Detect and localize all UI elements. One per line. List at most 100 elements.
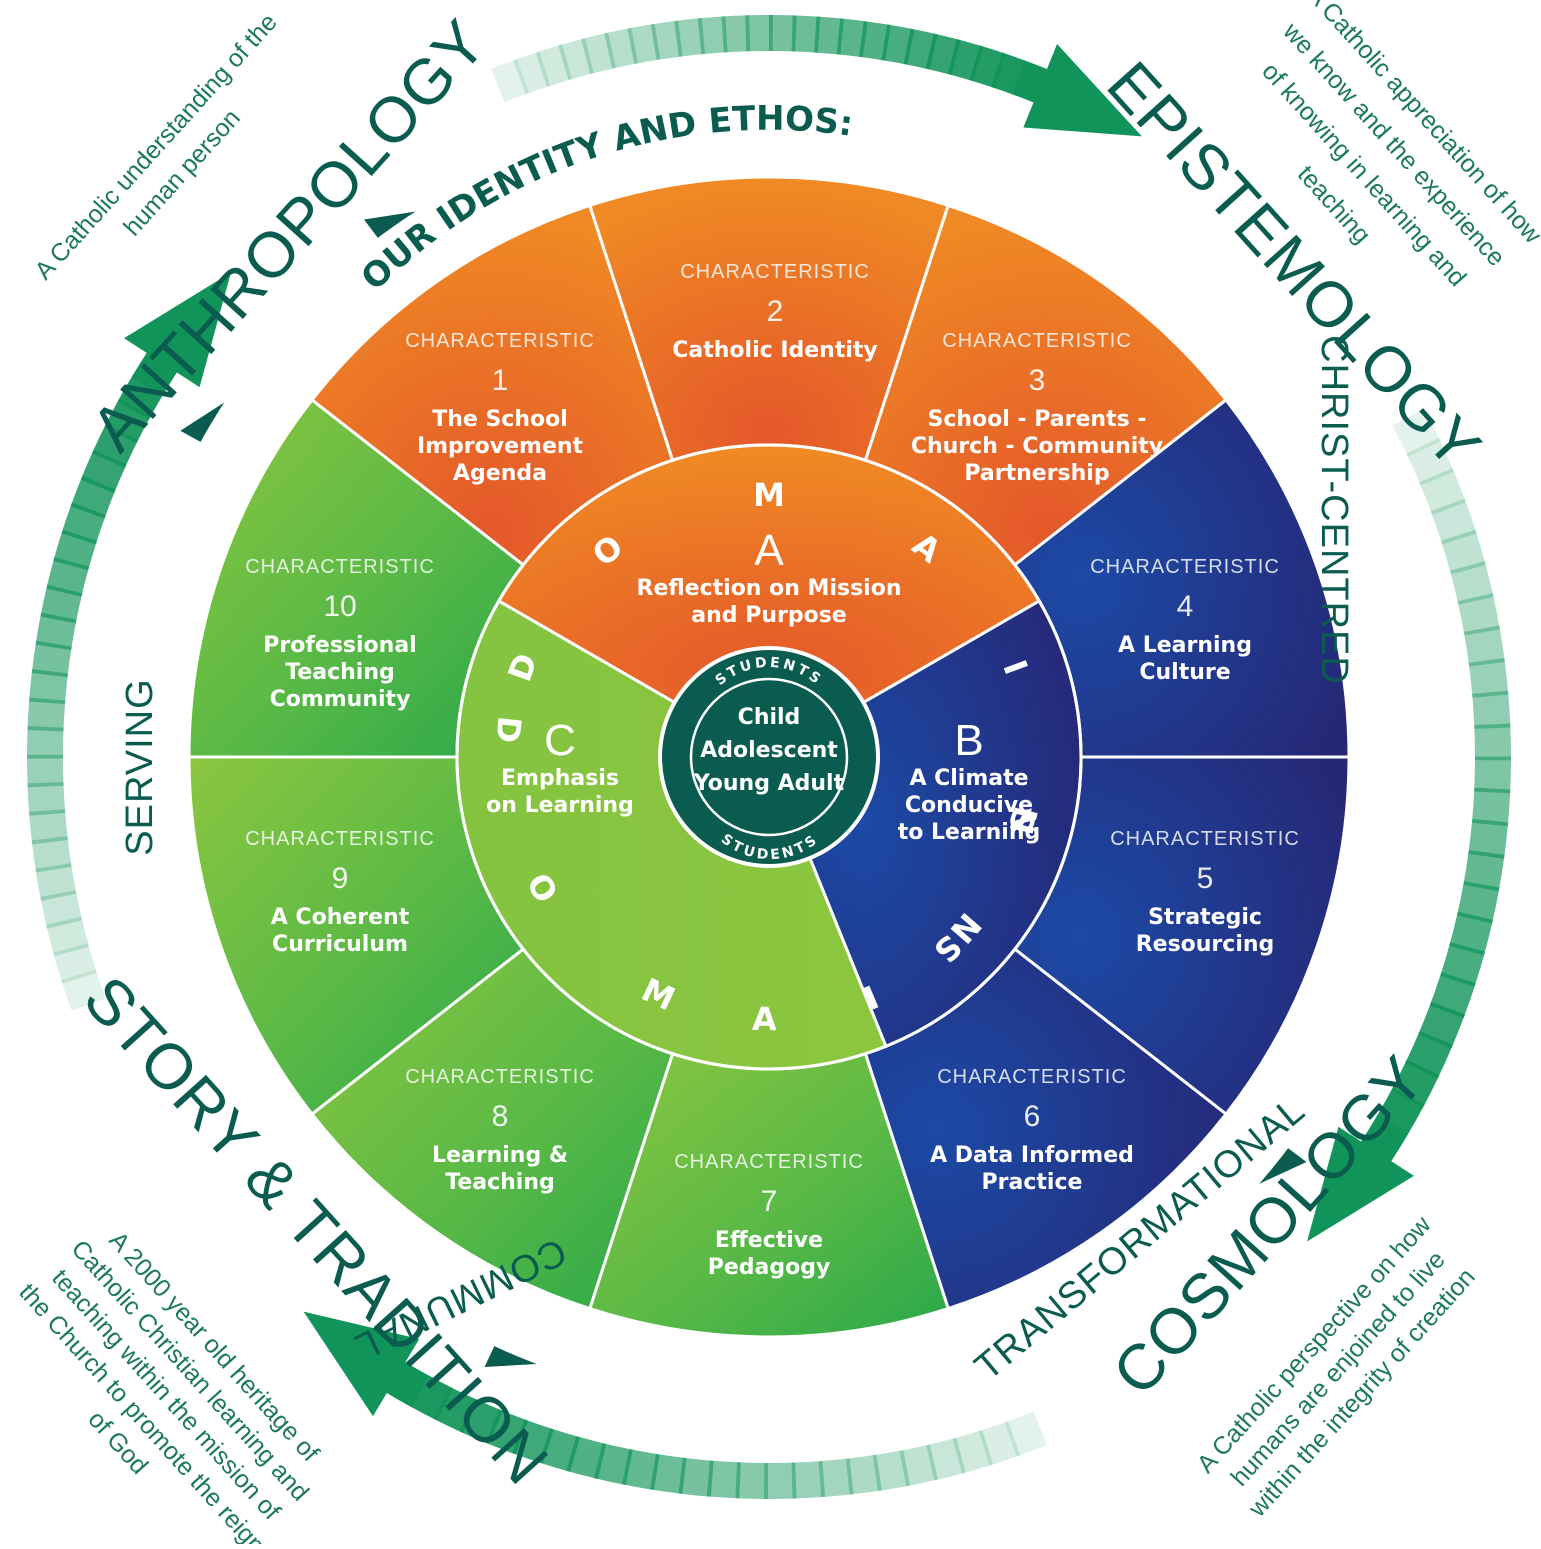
- arrow-bottom-body: [650, 1453, 687, 1494]
- domains-ring-letter-top: M: [753, 476, 785, 514]
- arrow-bottom-body: [764, 1462, 797, 1499]
- characteristic-number: 3: [1029, 364, 1046, 397]
- characteristic-name-line: Professional: [263, 633, 416, 658]
- arrow-top-body: [745, 14, 773, 52]
- domain-letter: A: [754, 526, 784, 575]
- arrow-top-body: [697, 16, 728, 55]
- arrow-right-body: [1463, 625, 1505, 667]
- arrow-right-body: [1471, 787, 1511, 827]
- arrow-top-head: [1023, 43, 1142, 137]
- arrow-left-body: [27, 697, 66, 732]
- center-line-child: Child: [738, 705, 801, 730]
- characteristic-number: 9: [332, 862, 349, 895]
- arrow-top-body: [558, 38, 594, 81]
- characteristic-label: CHARACTERISTIC: [674, 1151, 864, 1173]
- characteristic-label: CHARACTERISTIC: [937, 1066, 1127, 1088]
- characteristic-name-line: Agenda: [453, 461, 547, 486]
- characteristic-name-line: Teaching: [445, 1170, 555, 1195]
- characteristic-label: CHARACTERISTIC: [1090, 556, 1280, 578]
- domains-ring-letter-bottom: D: [488, 714, 529, 744]
- arrow-left-body: [35, 863, 77, 901]
- arrow-bottom-body: [952, 1430, 994, 1474]
- domain-name-line: and Purpose: [691, 603, 846, 628]
- characteristic-name-line: A Learning: [1118, 633, 1252, 658]
- characteristic-name-line: A Data Informed: [930, 1143, 1134, 1168]
- characteristic-name-line: Effective: [715, 1228, 823, 1253]
- arrow-left-body: [27, 754, 64, 788]
- arrow-top-body: [604, 27, 638, 69]
- arrow-top-body: [791, 15, 821, 53]
- arrow-left-body: [27, 782, 66, 816]
- characteristic-number: 4: [1177, 590, 1194, 623]
- characteristic-label: CHARACTERISTIC: [680, 261, 870, 283]
- wheel: [119, 107, 1419, 1407]
- arrow-left-body: [31, 640, 72, 678]
- arrow-left-body: [61, 969, 106, 1011]
- arrow-left-body: [29, 669, 68, 705]
- characteristic-name-line: Partnership: [964, 461, 1109, 486]
- characteristic-name-line: Church - Community: [911, 434, 1163, 459]
- characteristic-10: CHARACTERISTIC 10ProfessionalTeachingComm…: [245, 556, 435, 712]
- arrow-top-body: [535, 44, 573, 87]
- arrow-left-body: [40, 890, 83, 929]
- arrow-top-body: [627, 23, 661, 64]
- characteristic-number: 10: [323, 590, 356, 623]
- characteristic-name-line: The School: [432, 407, 568, 432]
- arrow-left-body: [27, 726, 64, 759]
- characteristic-number: 5: [1197, 862, 1214, 895]
- arrow-left-body: [53, 943, 97, 984]
- arrow-top-body: [513, 51, 551, 95]
- domain-boundary-ring: [455, 443, 1083, 1071]
- arrow-bottom-head: [303, 1311, 420, 1417]
- arrow-left-head: [124, 272, 231, 388]
- arrow-right-body: [1474, 756, 1511, 794]
- domain-name-line: Conducive: [905, 793, 1033, 818]
- arrow-left-body: [131, 349, 179, 396]
- characteristic-number: 2: [767, 295, 784, 328]
- characteristic-name-line: Community: [270, 687, 411, 712]
- arrow-right-body: [1468, 819, 1509, 859]
- arrow-left-body: [31, 836, 72, 873]
- arrow-right-body: [1457, 593, 1500, 636]
- characteristic-label: CHARACTERISTIC: [405, 1066, 595, 1088]
- domain-name-line: Reflection on Mission: [637, 576, 902, 601]
- characteristic-number: 1: [492, 364, 509, 397]
- arrow-bottom-body: [872, 1450, 911, 1491]
- characteristic-name-line: Catholic Identity: [672, 338, 878, 363]
- characteristic-number: 8: [492, 1100, 509, 1133]
- arrow-right-body: [1419, 468, 1466, 515]
- characteristic-label: CHARACTERISTIC: [245, 556, 435, 578]
- domain-name-line: on Learning: [486, 793, 634, 818]
- arrow-right-body: [1406, 438, 1454, 486]
- characteristic-label: CHARACTERISTIC: [405, 330, 595, 352]
- value-serving: SERVING: [119, 678, 161, 855]
- arrow-top-body: [581, 32, 616, 75]
- arrow-right-body: [1450, 561, 1494, 605]
- arrow-top-body: [721, 15, 751, 53]
- characteristic-name-line: A Coherent: [271, 905, 410, 930]
- characteristic-label: CHARACTERISTIC: [942, 330, 1132, 352]
- arrow-top-body: [674, 18, 706, 57]
- arrow-right-head: [1307, 1126, 1414, 1242]
- arrow-bottom-body: [622, 1449, 660, 1491]
- arrow-right-body: [1474, 723, 1511, 761]
- arrow-top-body: [814, 16, 844, 55]
- arrow-bottom-body: [383, 1360, 429, 1408]
- arrow-right-body: [1441, 529, 1486, 575]
- arrow-bottom-body: [845, 1454, 882, 1495]
- center-line-young-adult: Young Adult: [693, 771, 845, 796]
- arrow-bottom-body: [818, 1458, 854, 1498]
- characteristic-name-line: Teaching: [285, 660, 395, 685]
- characteristic-name-line: Practice: [982, 1170, 1083, 1195]
- students-center: STUDENTS STUDENTS Child Adolescent Young…: [658, 646, 880, 868]
- arrow-left-body: [117, 373, 165, 420]
